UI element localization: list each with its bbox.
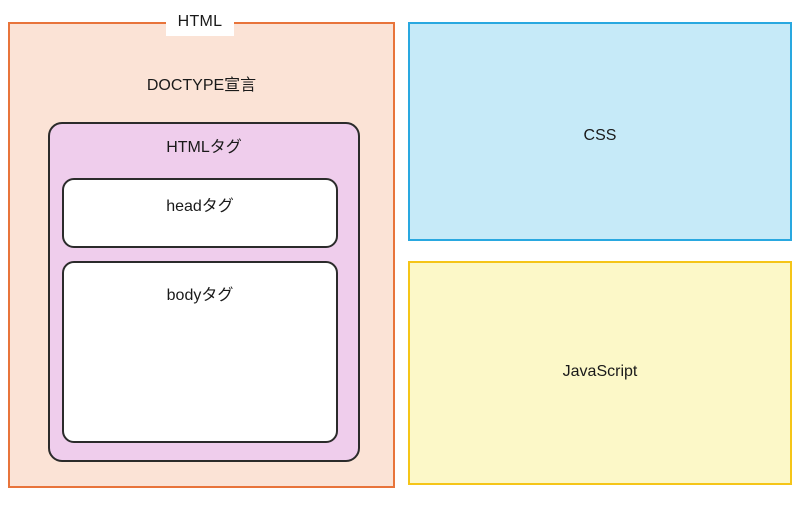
javascript-box (408, 261, 792, 485)
javascript-label: JavaScript (562, 363, 638, 380)
body-tag-label: bodyタグ (166, 287, 234, 304)
head-tag-box (62, 178, 338, 248)
html-container-label: HTML (166, 8, 234, 36)
doctype-declaration-label: DOCTYPE宣言 (146, 77, 257, 94)
body-tag-box (62, 261, 338, 443)
css-box (408, 22, 792, 241)
head-tag-label: headタグ (166, 198, 234, 215)
html-tag-label: HTMLタグ (166, 139, 242, 156)
css-label: CSS (583, 127, 617, 144)
